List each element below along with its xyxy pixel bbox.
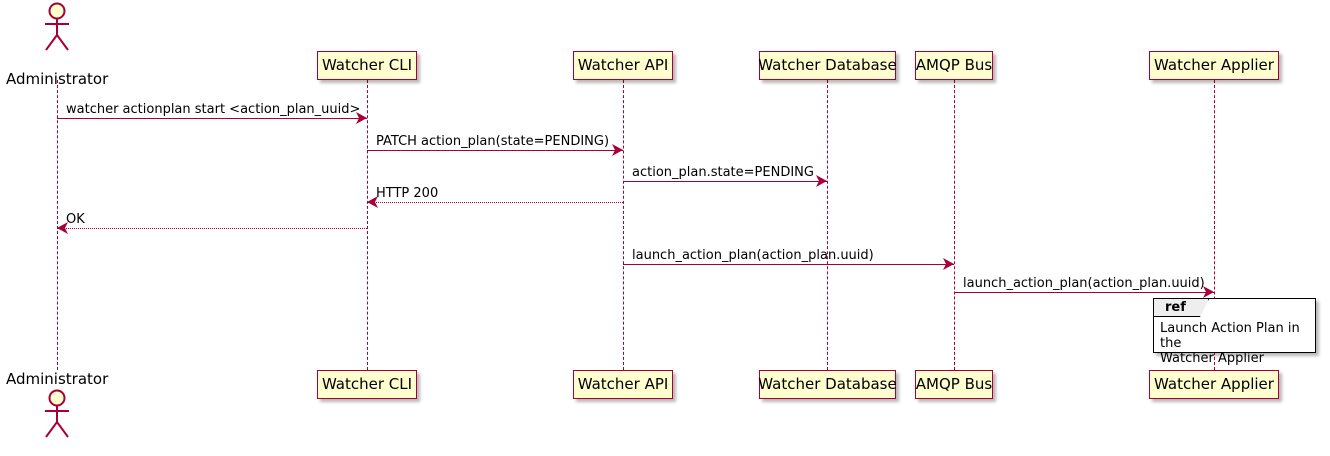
actor-administrator-top [41, 2, 73, 52]
message-arrowhead-1 [356, 112, 368, 124]
participant-watcher-api-top[interactable]: Watcher API [573, 51, 673, 80]
participant-label: Watcher CLI [321, 56, 413, 74]
participant-watcher-applier-top[interactable]: Watcher Applier [1149, 51, 1279, 80]
message-label-6: launch_action_plan(action_plan.uuid) [632, 248, 874, 263]
participant-amqp-bus-top[interactable]: AMQP Bus [915, 51, 993, 80]
lifeline-watcher-database [827, 80, 828, 370]
message-arrowhead-3 [816, 175, 828, 187]
message-line-1 [57, 118, 367, 119]
participant-label: Watcher Applier [1154, 375, 1274, 393]
message-arrowhead-4 [367, 196, 379, 208]
participant-watcher-applier-bottom[interactable]: Watcher Applier [1149, 370, 1279, 399]
participant-label: AMQP Bus [915, 56, 993, 74]
message-label-1: watcher actionplan start <action_plan_uu… [66, 102, 361, 117]
participant-watcher-database-bottom[interactable]: Watcher Database [758, 370, 897, 399]
actor-administrator-bottom [41, 389, 73, 439]
participant-label: Watcher Applier [1154, 56, 1274, 74]
message-line-7 [954, 292, 1214, 293]
fragment-body-ref-launch-action-plan: Launch Action Plan in the Watcher Applie… [1160, 321, 1300, 366]
participant-watcher-api-bottom[interactable]: Watcher API [573, 370, 673, 399]
message-line-3 [623, 181, 827, 182]
participant-label: Watcher API [577, 375, 669, 393]
message-line-2 [367, 150, 623, 151]
lifeline-watcher-api [623, 80, 624, 370]
message-label-5: OK [66, 212, 85, 227]
participant-label: AMQP Bus [915, 375, 993, 393]
lifeline-amqp-bus [954, 80, 955, 370]
message-line-5 [57, 228, 367, 229]
actor-label-administrator-top: Administrator [6, 70, 109, 88]
message-arrowhead-2 [612, 144, 624, 156]
actor-label-administrator-bottom: Administrator [6, 370, 109, 388]
participant-watcher-database-top[interactable]: Watcher Database [758, 51, 897, 80]
message-line-4 [367, 202, 623, 203]
message-line-6 [623, 264, 954, 265]
participant-label: Watcher Database [758, 56, 897, 74]
message-arrowhead-6 [943, 258, 955, 270]
fragment-operator-ref-launch-action-plan: ref [1154, 299, 1209, 317]
lifeline-watcher-cli [367, 80, 368, 370]
participant-amqp-bus-bottom[interactable]: AMQP Bus [915, 370, 993, 399]
participant-label: Watcher API [577, 56, 669, 74]
participant-label: Watcher Database [758, 375, 897, 393]
message-label-2: PATCH action_plan(state=PENDING) [376, 134, 610, 149]
participant-watcher-cli-bottom[interactable]: Watcher CLI [317, 370, 417, 399]
message-arrowhead-7 [1203, 286, 1215, 298]
participant-label: Watcher CLI [321, 375, 413, 393]
message-label-7: launch_action_plan(action_plan.uuid) [963, 276, 1205, 291]
participant-watcher-cli-top[interactable]: Watcher CLI [317, 51, 417, 80]
message-arrowhead-5 [57, 222, 69, 234]
lifeline-administrator [57, 80, 58, 370]
message-label-3: action_plan.state=PENDING [632, 165, 814, 180]
message-label-4: HTTP 200 [376, 186, 439, 201]
lifeline-watcher-applier [1214, 80, 1215, 370]
